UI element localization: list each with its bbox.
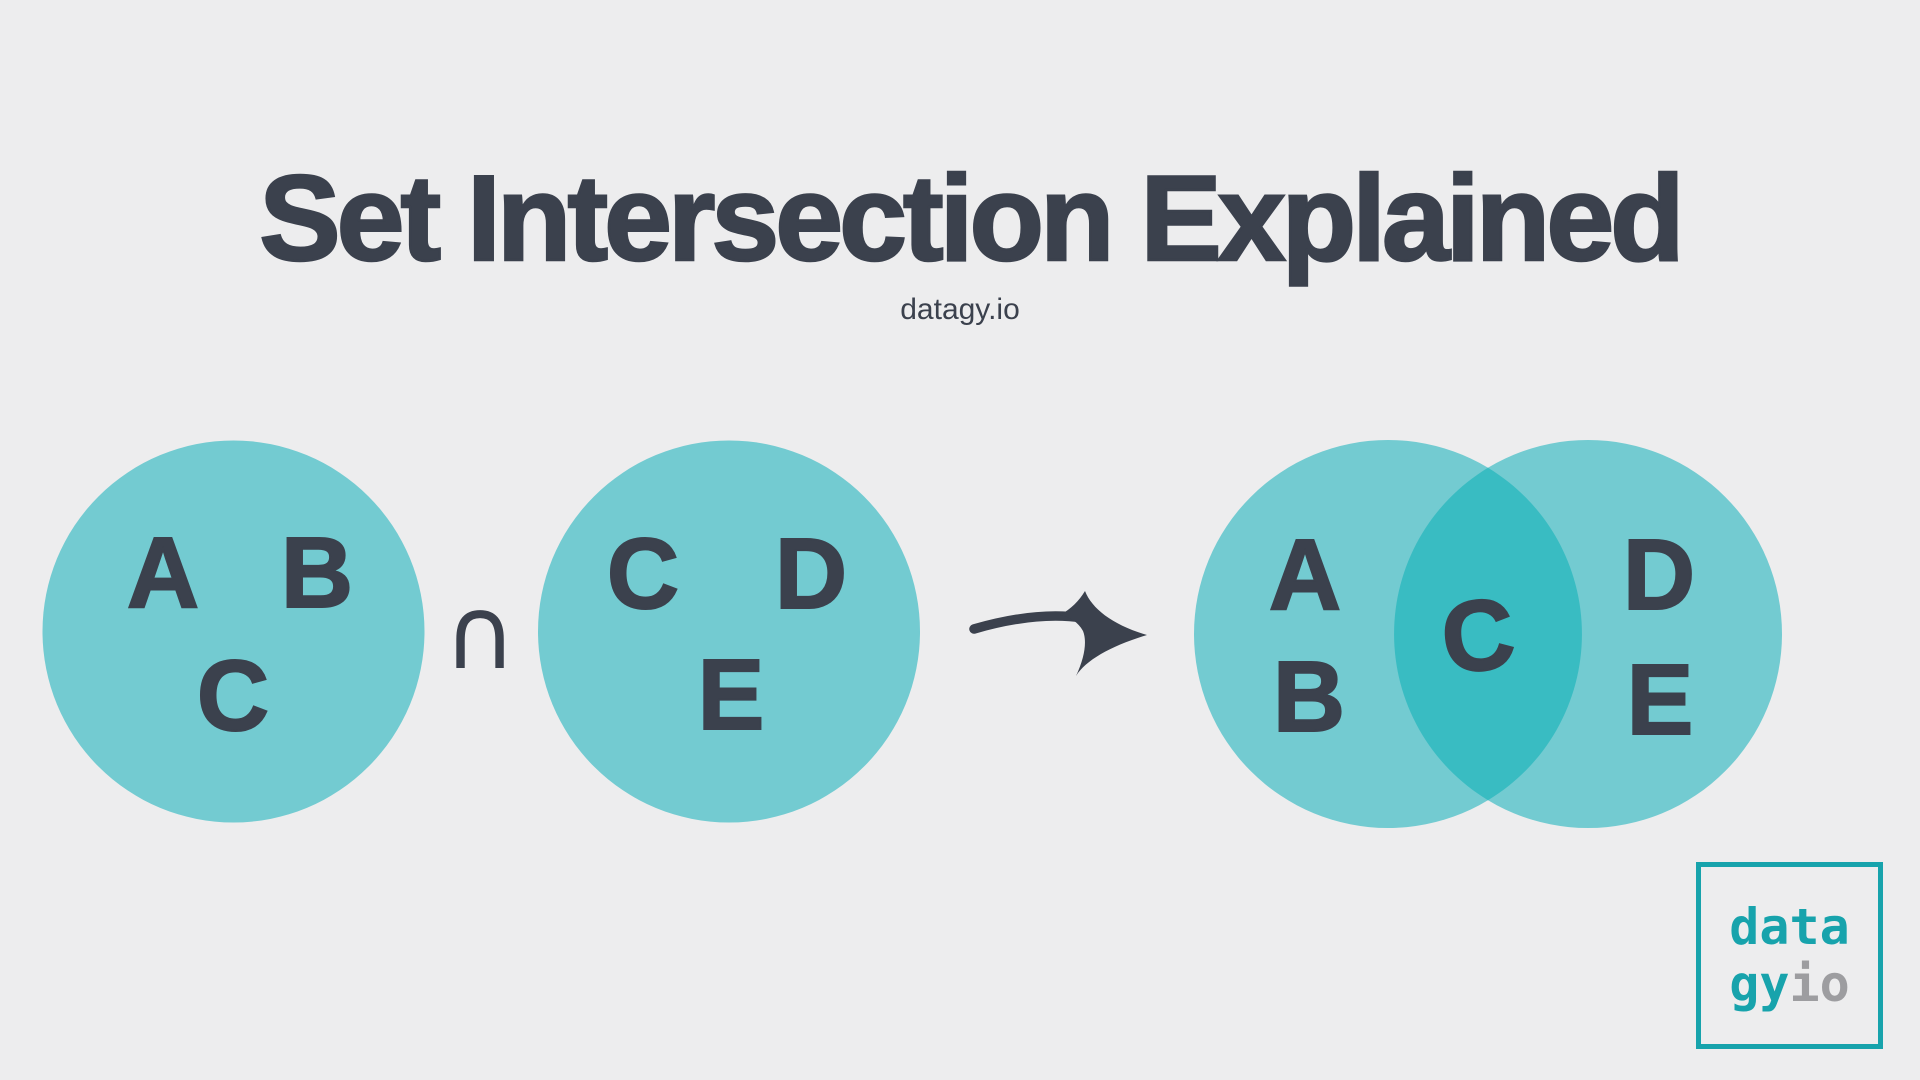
venn-left-item-a: A — [1268, 519, 1342, 631]
set-a-item-a: A — [126, 517, 200, 629]
set-b-item-c: C — [606, 518, 680, 630]
intersection-operator: ∩ — [443, 575, 517, 692]
subtitle: datagy.io — [900, 293, 1020, 326]
set-a-item-b: B — [280, 517, 354, 629]
set-a-circle — [42, 440, 425, 823]
venn-left-item-b: B — [1272, 641, 1346, 753]
set-b-circle — [538, 440, 920, 823]
datagy-logo: data gy io — [1696, 862, 1883, 1049]
venn-right-item-e: E — [1626, 644, 1695, 756]
set-b-item-d: D — [774, 518, 848, 630]
arrow-head-icon — [1060, 591, 1147, 676]
venn-intersection-region — [1394, 467, 1582, 801]
logo-line-2-teal: gy — [1729, 954, 1790, 1013]
venn-intersection-item-c: C — [1435, 576, 1521, 697]
set-a-item-c: C — [196, 640, 270, 752]
logo-line-2-gray: io — [1789, 954, 1850, 1013]
arrow-shaft — [969, 611, 1088, 634]
logo-line-2: gy io — [1729, 954, 1850, 1013]
venn-right-item-d: D — [1622, 519, 1696, 631]
set-b-item-e: E — [697, 639, 766, 751]
logo-line-1: data — [1729, 897, 1850, 956]
page-title: Set Intersection Explained — [258, 150, 1686, 286]
